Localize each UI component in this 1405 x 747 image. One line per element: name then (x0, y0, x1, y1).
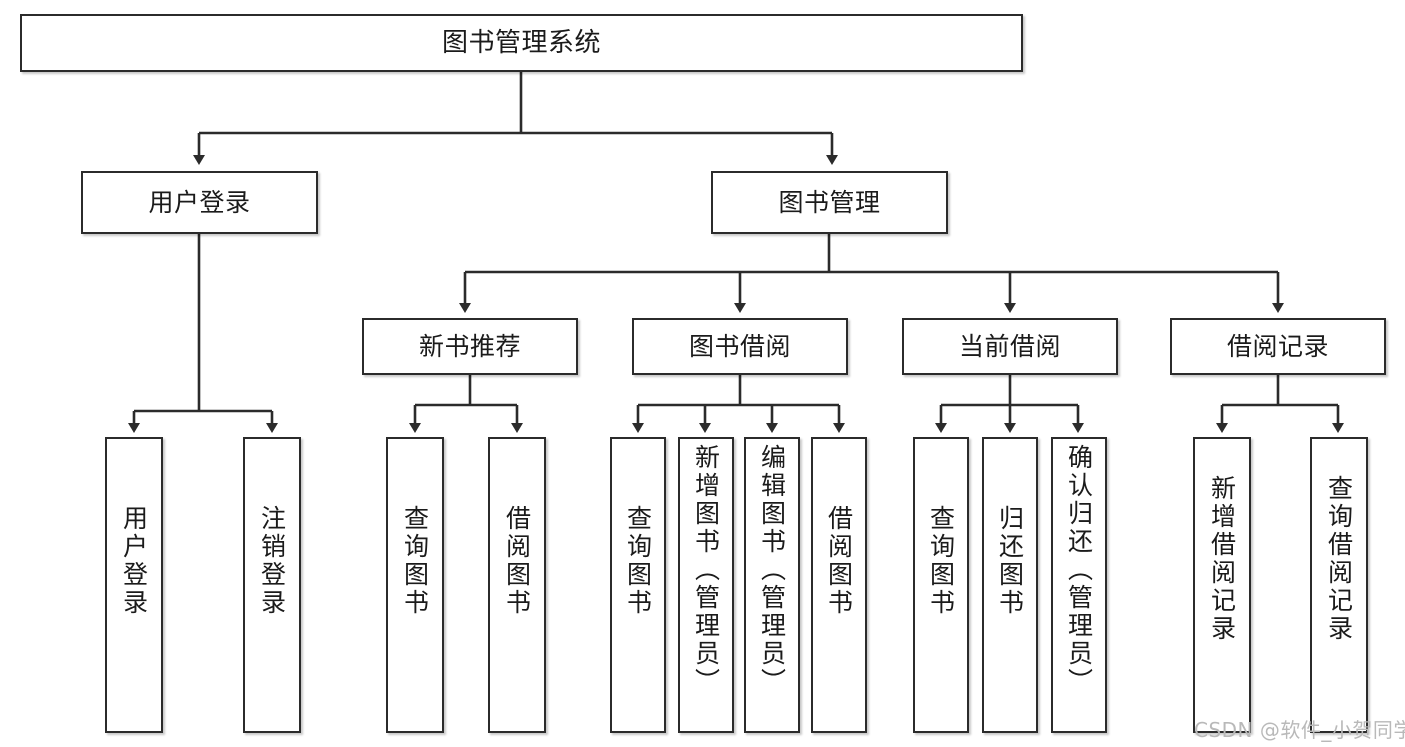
node-current-borrow[interactable]: 当前借阅 (902, 318, 1118, 375)
leaf-query-borrow-record[interactable]: 查询借阅记录 (1310, 437, 1368, 733)
node-label: 用户登录 (148, 187, 251, 217)
node-label: 查询图书 (400, 505, 430, 617)
node-label: 编辑图书（管理员） (757, 444, 787, 696)
leaf-add-borrow-record[interactable]: 新增借阅记录 (1193, 437, 1251, 733)
node-label: 图书管理系统 (441, 27, 601, 58)
node-book-management[interactable]: 图书管理 (711, 171, 948, 234)
node-label: 新书推荐 (418, 331, 521, 361)
leaf-query-book-borrow[interactable]: 查询图书 (610, 437, 666, 733)
node-label: 新增借阅记录 (1207, 475, 1237, 643)
node-label: 新增图书（管理员） (691, 444, 721, 696)
leaf-return-book[interactable]: 归还图书 (982, 437, 1038, 733)
node-book-borrow[interactable]: 图书借阅 (632, 318, 848, 375)
node-label: 当前借阅 (958, 331, 1061, 361)
leaf-add-book-admin[interactable]: 新增图书（管理员） (678, 437, 734, 733)
leaf-user-login[interactable]: 用户登录 (105, 437, 163, 733)
node-new-book-recommendation[interactable]: 新书推荐 (362, 318, 578, 375)
node-user-login[interactable]: 用户登录 (81, 171, 318, 234)
node-label: 图书管理 (778, 187, 881, 217)
node-root-book-management-system[interactable]: 图书管理系统 (20, 14, 1023, 72)
node-label: 借阅图书 (824, 505, 854, 617)
leaf-borrow-book-new[interactable]: 借阅图书 (488, 437, 546, 733)
leaf-logout[interactable]: 注销登录 (243, 437, 301, 733)
node-label: 确认归还（管理员） (1064, 444, 1094, 696)
node-label: 查询图书 (926, 505, 956, 617)
node-label: 用户登录 (119, 505, 149, 617)
node-label: 注销登录 (257, 505, 287, 617)
leaf-confirm-return-admin[interactable]: 确认归还（管理员） (1051, 437, 1107, 733)
node-label: 借阅记录 (1226, 331, 1329, 361)
leaf-query-book-new[interactable]: 查询图书 (386, 437, 444, 733)
leaf-query-book-current[interactable]: 查询图书 (913, 437, 969, 733)
node-label: 查询图书 (623, 505, 653, 617)
node-label: 图书借阅 (688, 331, 791, 361)
node-borrow-record[interactable]: 借阅记录 (1170, 318, 1386, 375)
csdn-watermark: CSDN @软件_小贺同学 (1194, 718, 1405, 742)
leaf-borrow-book[interactable]: 借阅图书 (811, 437, 867, 733)
node-label: 归还图书 (995, 505, 1025, 617)
node-label: 借阅图书 (502, 505, 532, 617)
node-label: 查询借阅记录 (1324, 475, 1354, 643)
leaf-edit-book-admin[interactable]: 编辑图书（管理员） (744, 437, 800, 733)
